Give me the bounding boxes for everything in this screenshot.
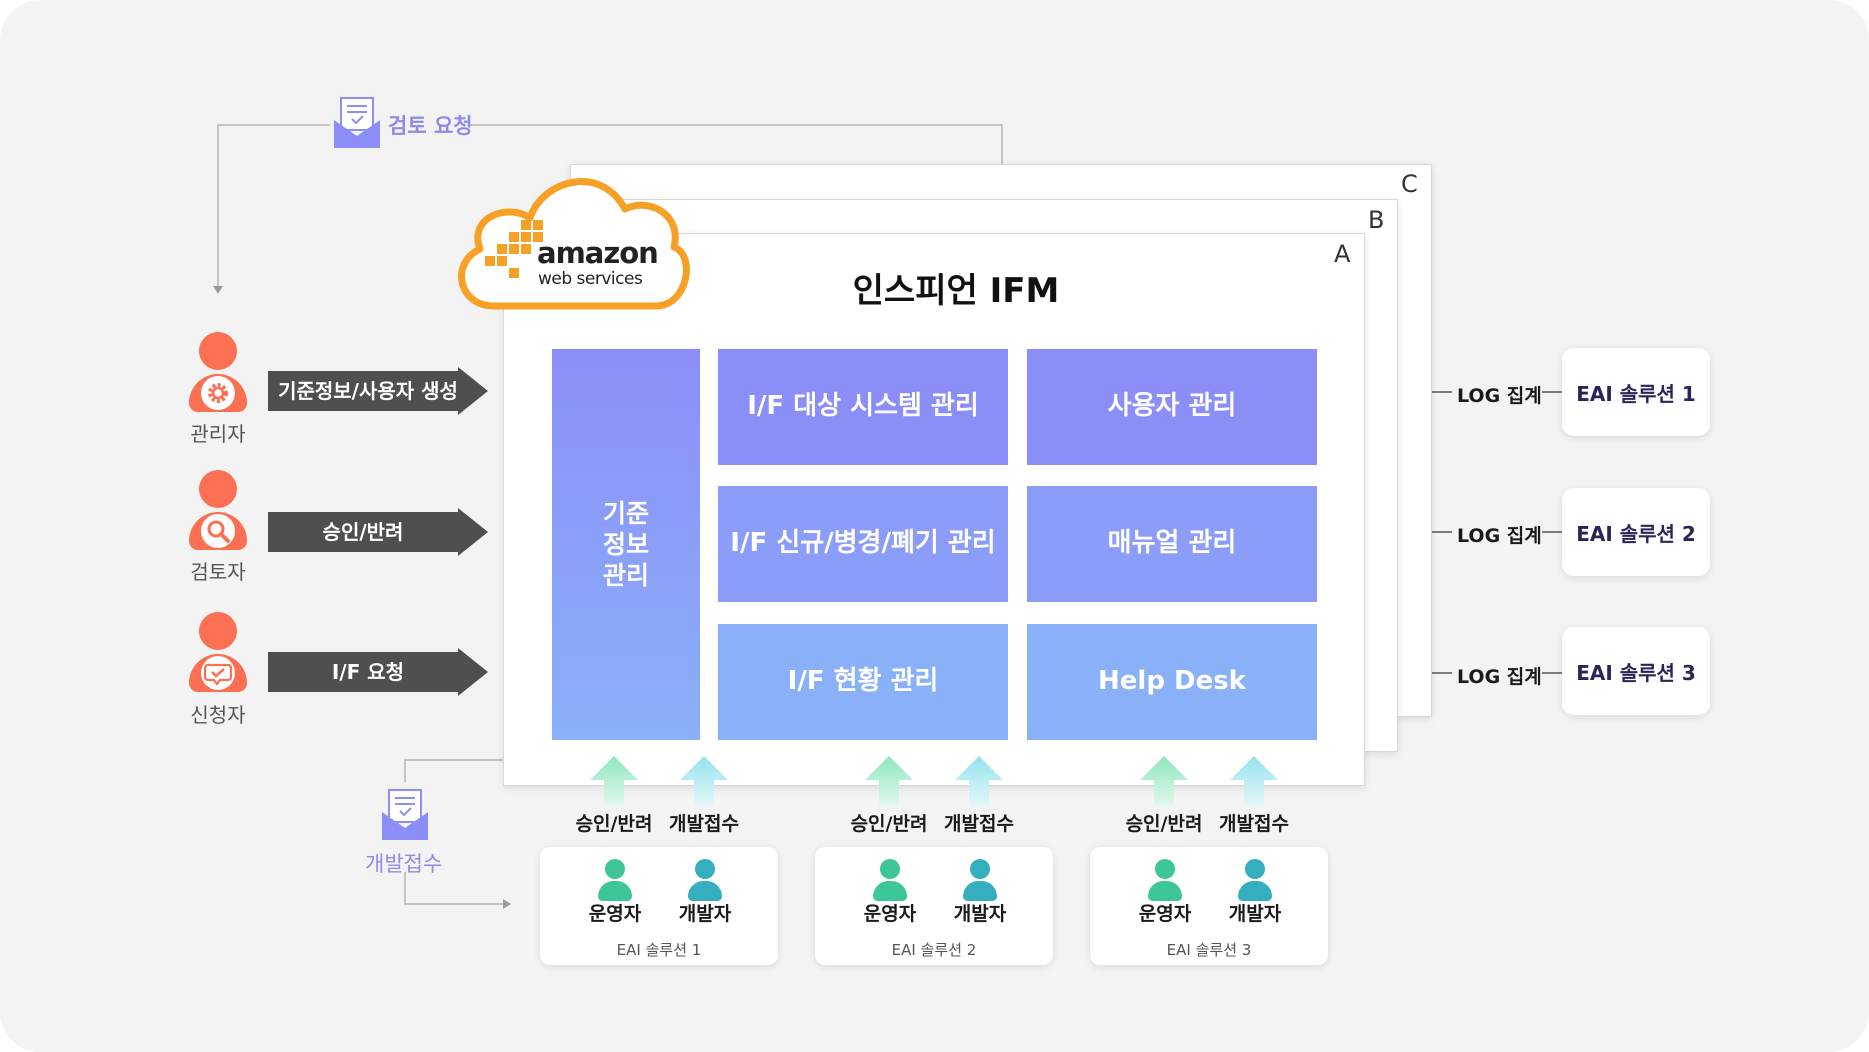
arrow-if-request: I/F 요청 bbox=[268, 648, 488, 696]
review-request-envelope bbox=[332, 96, 382, 154]
eai-group-3: 운영자 개발자 EAI 솔루션 3 bbox=[1090, 847, 1328, 965]
actor-reviewer-label: 검토자 bbox=[190, 560, 246, 584]
eai-group-2-caption: EAI 솔루션 2 bbox=[891, 941, 977, 959]
module-base-info-line2: 정보 bbox=[602, 529, 649, 559]
operator-icon bbox=[595, 859, 635, 903]
operator-icon bbox=[1145, 859, 1185, 903]
checkmark-bubble-icon bbox=[201, 656, 235, 690]
eai-solution-1-box[interactable]: EAI 솔루션 1 bbox=[1562, 348, 1710, 436]
aws-cloud-icon bbox=[458, 178, 690, 310]
module-base-info[interactable]: 기준 정보 관리 bbox=[552, 349, 700, 740]
review-request-label: 검토 요청 bbox=[388, 114, 473, 138]
module-if-status[interactable]: I/F 현황 관리 bbox=[718, 624, 1008, 740]
up-arrow-group-2 bbox=[865, 756, 1003, 806]
aws-logo: amazon web services bbox=[450, 163, 692, 313]
group1-approve-label: 승인/반려 bbox=[575, 813, 653, 835]
developer-label: 개발자 bbox=[1228, 903, 1282, 925]
module-help-desk[interactable]: Help Desk bbox=[1027, 624, 1317, 740]
eai-group-1: 운영자 개발자 EAI 솔루션 1 bbox=[540, 847, 778, 965]
eai-solution-2-box[interactable]: EAI 솔루션 2 bbox=[1562, 488, 1710, 576]
module-manual[interactable]: 매뉴얼 관리 bbox=[1027, 486, 1317, 602]
aws-logo-name: amazon bbox=[537, 236, 659, 270]
arrow-approve-reject: 승인/반려 bbox=[268, 508, 488, 556]
envelope-icon bbox=[334, 97, 380, 148]
panel-c-letter: C bbox=[1401, 170, 1418, 198]
magnifier-icon bbox=[201, 514, 235, 548]
dev-receipt-envelope bbox=[380, 788, 430, 846]
module-base-info-line3: 관리 bbox=[602, 561, 649, 591]
eai-solution-3-box[interactable]: EAI 솔루션 3 bbox=[1562, 627, 1710, 715]
module-if-target-system[interactable]: I/F 대상 시스템 관리 bbox=[718, 349, 1008, 465]
log-collect-1: LOG 집계 bbox=[1457, 385, 1542, 407]
log-collect-3: LOG 집계 bbox=[1457, 666, 1542, 688]
arrow-create-base-info-label: 기준정보/사용자 생성 bbox=[278, 379, 458, 403]
group2-dev-label: 개발접수 bbox=[944, 813, 1014, 835]
module-base-info-line1: 기준 bbox=[602, 498, 649, 528]
module-if-lifecycle[interactable]: I/F 신규/병경/폐기 관리 bbox=[718, 486, 1008, 602]
developer-label: 개발자 bbox=[678, 903, 732, 925]
log-collect-2: LOG 집계 bbox=[1457, 525, 1542, 547]
module-user-management[interactable]: 사용자 관리 bbox=[1027, 349, 1317, 465]
developer-icon bbox=[1235, 859, 1275, 903]
group3-approve-label: 승인/반려 bbox=[1125, 813, 1203, 835]
aws-logo-sub: web services bbox=[538, 269, 643, 289]
eai-group-2: 운영자 개발자 EAI 솔루션 2 bbox=[815, 847, 1053, 965]
up-arrow-group-1 bbox=[590, 756, 728, 806]
operator-icon bbox=[870, 859, 910, 903]
panel-a-letter: A bbox=[1334, 240, 1351, 268]
gear-icon bbox=[201, 376, 235, 410]
group2-approve-label: 승인/반려 bbox=[850, 813, 928, 835]
developer-icon bbox=[960, 859, 1000, 903]
requester-person bbox=[186, 612, 250, 692]
developer-label: 개발자 bbox=[953, 903, 1007, 925]
arrow-create-base-info: 기준정보/사용자 생성 bbox=[268, 367, 488, 415]
group1-dev-label: 개발접수 bbox=[669, 813, 739, 835]
developer-icon bbox=[685, 859, 725, 903]
eai-group-3-caption: EAI 솔루션 3 bbox=[1166, 941, 1252, 959]
actor-admin-label: 관리자 bbox=[190, 422, 246, 446]
up-arrow-group-3 bbox=[1140, 756, 1278, 806]
operator-label: 운영자 bbox=[863, 903, 917, 925]
group3-dev-label: 개발접수 bbox=[1219, 813, 1289, 835]
operator-label: 운영자 bbox=[1138, 903, 1192, 925]
envelope-icon bbox=[382, 789, 428, 840]
dev-receipt-label: 개발접수 bbox=[365, 852, 443, 876]
admin-person bbox=[186, 332, 250, 412]
arrow-approve-reject-label: 승인/반려 bbox=[322, 520, 404, 544]
ifm-title: 인스피언 IFM bbox=[852, 271, 1060, 311]
reviewer-person bbox=[186, 470, 250, 550]
panel-b-letter: B bbox=[1368, 206, 1385, 234]
person-head bbox=[199, 470, 237, 508]
eai-group-1-caption: EAI 솔루션 1 bbox=[616, 941, 702, 959]
actor-requester-label: 신청자 bbox=[190, 703, 246, 727]
person-head bbox=[199, 332, 237, 370]
operator-label: 운영자 bbox=[588, 903, 642, 925]
arrow-if-request-label: I/F 요청 bbox=[331, 660, 405, 684]
person-head bbox=[199, 612, 237, 650]
